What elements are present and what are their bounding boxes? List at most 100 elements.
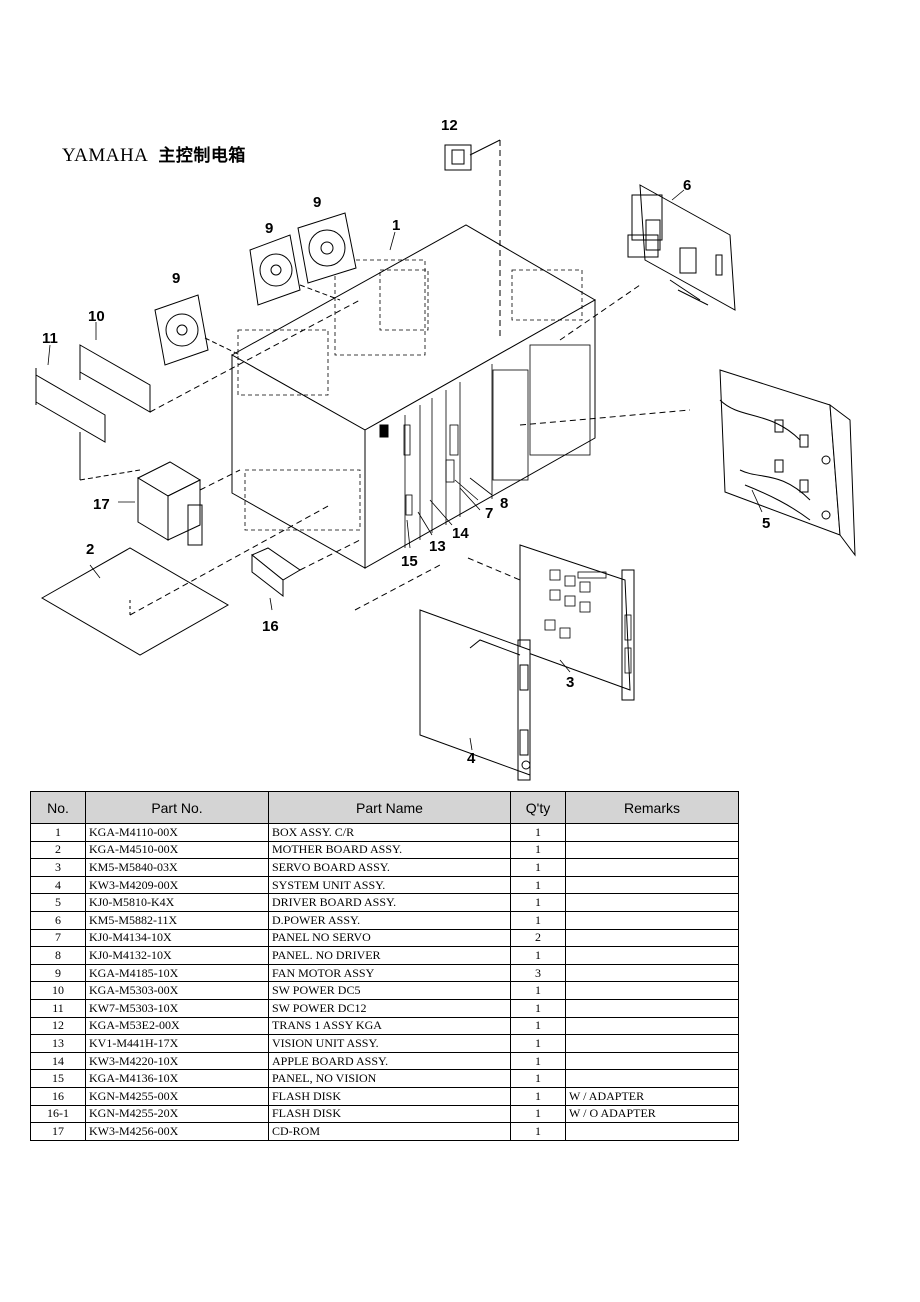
flash-disk-drawing [251, 539, 361, 598]
callout-2: 2 [86, 541, 94, 558]
row-no: 9 [30, 963, 86, 983]
part-no-cell: KW3-M4256-00X [85, 1122, 269, 1141]
qty-cell: 1 [510, 858, 566, 877]
callout-9a: 9 [265, 220, 273, 237]
part-name-cell: PANEL. NO DRIVER [268, 946, 511, 965]
remarks-cell [565, 998, 739, 1018]
remarks-cell [565, 928, 739, 948]
table-header-row: No. Part No. Part Name Q'ty Remarks [30, 791, 739, 824]
remarks-cell [565, 858, 739, 877]
header-part-no: Part No. [85, 791, 269, 824]
part-name-cell: FAN MOTOR ASSY [268, 963, 511, 983]
callout-9c: 9 [172, 270, 180, 287]
row-no: 5 [30, 893, 86, 912]
qty-cell: 1 [510, 893, 566, 912]
qty-cell: 1 [510, 823, 566, 842]
part-name-cell: FLASH DISK [268, 1086, 511, 1106]
qty-cell: 1 [510, 1051, 566, 1071]
fan-motor-drawings [154, 212, 357, 366]
driver-board-drawing [519, 369, 856, 557]
callout-14: 14 [452, 525, 469, 542]
part-no-cell: KGA-M4510-00X [85, 840, 269, 860]
part-name-cell: PANEL, NO VISION [268, 1069, 511, 1088]
row-no: 6 [30, 910, 86, 930]
part-name-cell: PANEL NO SERVO [268, 928, 511, 948]
exploded-parts-diagram: 12 6 9 9 1 9 10 11 5 17 8 7 14 13 15 2 1… [35, 117, 856, 781]
row-no: 12 [30, 1016, 86, 1036]
remarks-cell [565, 1122, 739, 1141]
callout-6: 6 [683, 177, 691, 194]
qty-cell: 1 [510, 1069, 566, 1088]
part-no-cell: KM5-M5882-11X [85, 910, 269, 930]
qty-cell: 2 [510, 928, 566, 948]
title-subtitle: 主控制电箱 [158, 146, 246, 166]
remarks-cell [565, 1069, 739, 1088]
remarks-cell [565, 893, 739, 912]
part-name-cell: MOTHER BOARD ASSY. [268, 840, 511, 860]
row-no: 7 [30, 928, 86, 948]
callout-11: 11 [42, 330, 58, 347]
cd-rom-drawing [136, 461, 241, 546]
remarks-cell: W / O ADAPTER [565, 1104, 739, 1124]
qty-cell: 3 [510, 963, 566, 983]
part-no-cell: KGA-M4136-10X [85, 1069, 269, 1088]
part-no-cell: KW7-M5303-10X [85, 998, 269, 1018]
remarks-cell [565, 963, 739, 983]
callout-4: 4 [467, 750, 476, 767]
trans-drawing [444, 139, 501, 340]
part-name-cell: BOX ASSY. C/R [268, 823, 511, 842]
part-no-cell: KJ0-M5810-K4X [85, 893, 269, 912]
system-unit-drawing [419, 609, 531, 781]
remarks-cell: W / ADAPTER [565, 1086, 739, 1106]
header-no: No. [30, 791, 86, 824]
servo-board-drawing [354, 544, 635, 701]
remarks-cell [565, 946, 739, 965]
callout-9b: 9 [313, 194, 321, 211]
header-qty: Q'ty [510, 791, 566, 824]
callout-5: 5 [762, 515, 770, 532]
row-no: 11 [30, 998, 86, 1018]
qty-cell: 1 [510, 1034, 566, 1053]
header-part-name: Part Name [268, 791, 511, 824]
part-no-cell: KGA-M53E2-00X [85, 1016, 269, 1036]
row-no: 14 [30, 1051, 86, 1071]
part-no-cell: KGA-M4185-10X [85, 963, 269, 983]
qty-cell: 1 [510, 1016, 566, 1036]
part-name-cell: VISION UNIT ASSY. [268, 1034, 511, 1053]
row-no: 17 [30, 1122, 86, 1141]
d-power-drawing [559, 184, 736, 341]
remarks-cell [565, 823, 739, 842]
qty-cell: 1 [510, 840, 566, 860]
header-remarks: Remarks [565, 791, 739, 824]
mother-board-drawing [40, 504, 331, 656]
remarks-cell [565, 875, 739, 895]
qty-cell: 1 [510, 1086, 566, 1106]
qty-cell: 1 [510, 981, 566, 1000]
row-no: 3 [30, 858, 86, 877]
part-name-cell: CD-ROM [268, 1122, 511, 1141]
row-no: 15 [30, 1069, 86, 1088]
callout-15: 15 [401, 553, 418, 570]
leader-lines [47, 189, 763, 751]
part-no-cell: KM5-M5840-03X [85, 858, 269, 877]
qty-cell: 1 [510, 946, 566, 965]
row-no: 10 [30, 981, 86, 1000]
row-no: 16-1 [30, 1104, 86, 1124]
qty-cell: 1 [510, 1122, 566, 1141]
callout-10: 10 [88, 308, 105, 325]
callout-7: 7 [485, 505, 493, 522]
